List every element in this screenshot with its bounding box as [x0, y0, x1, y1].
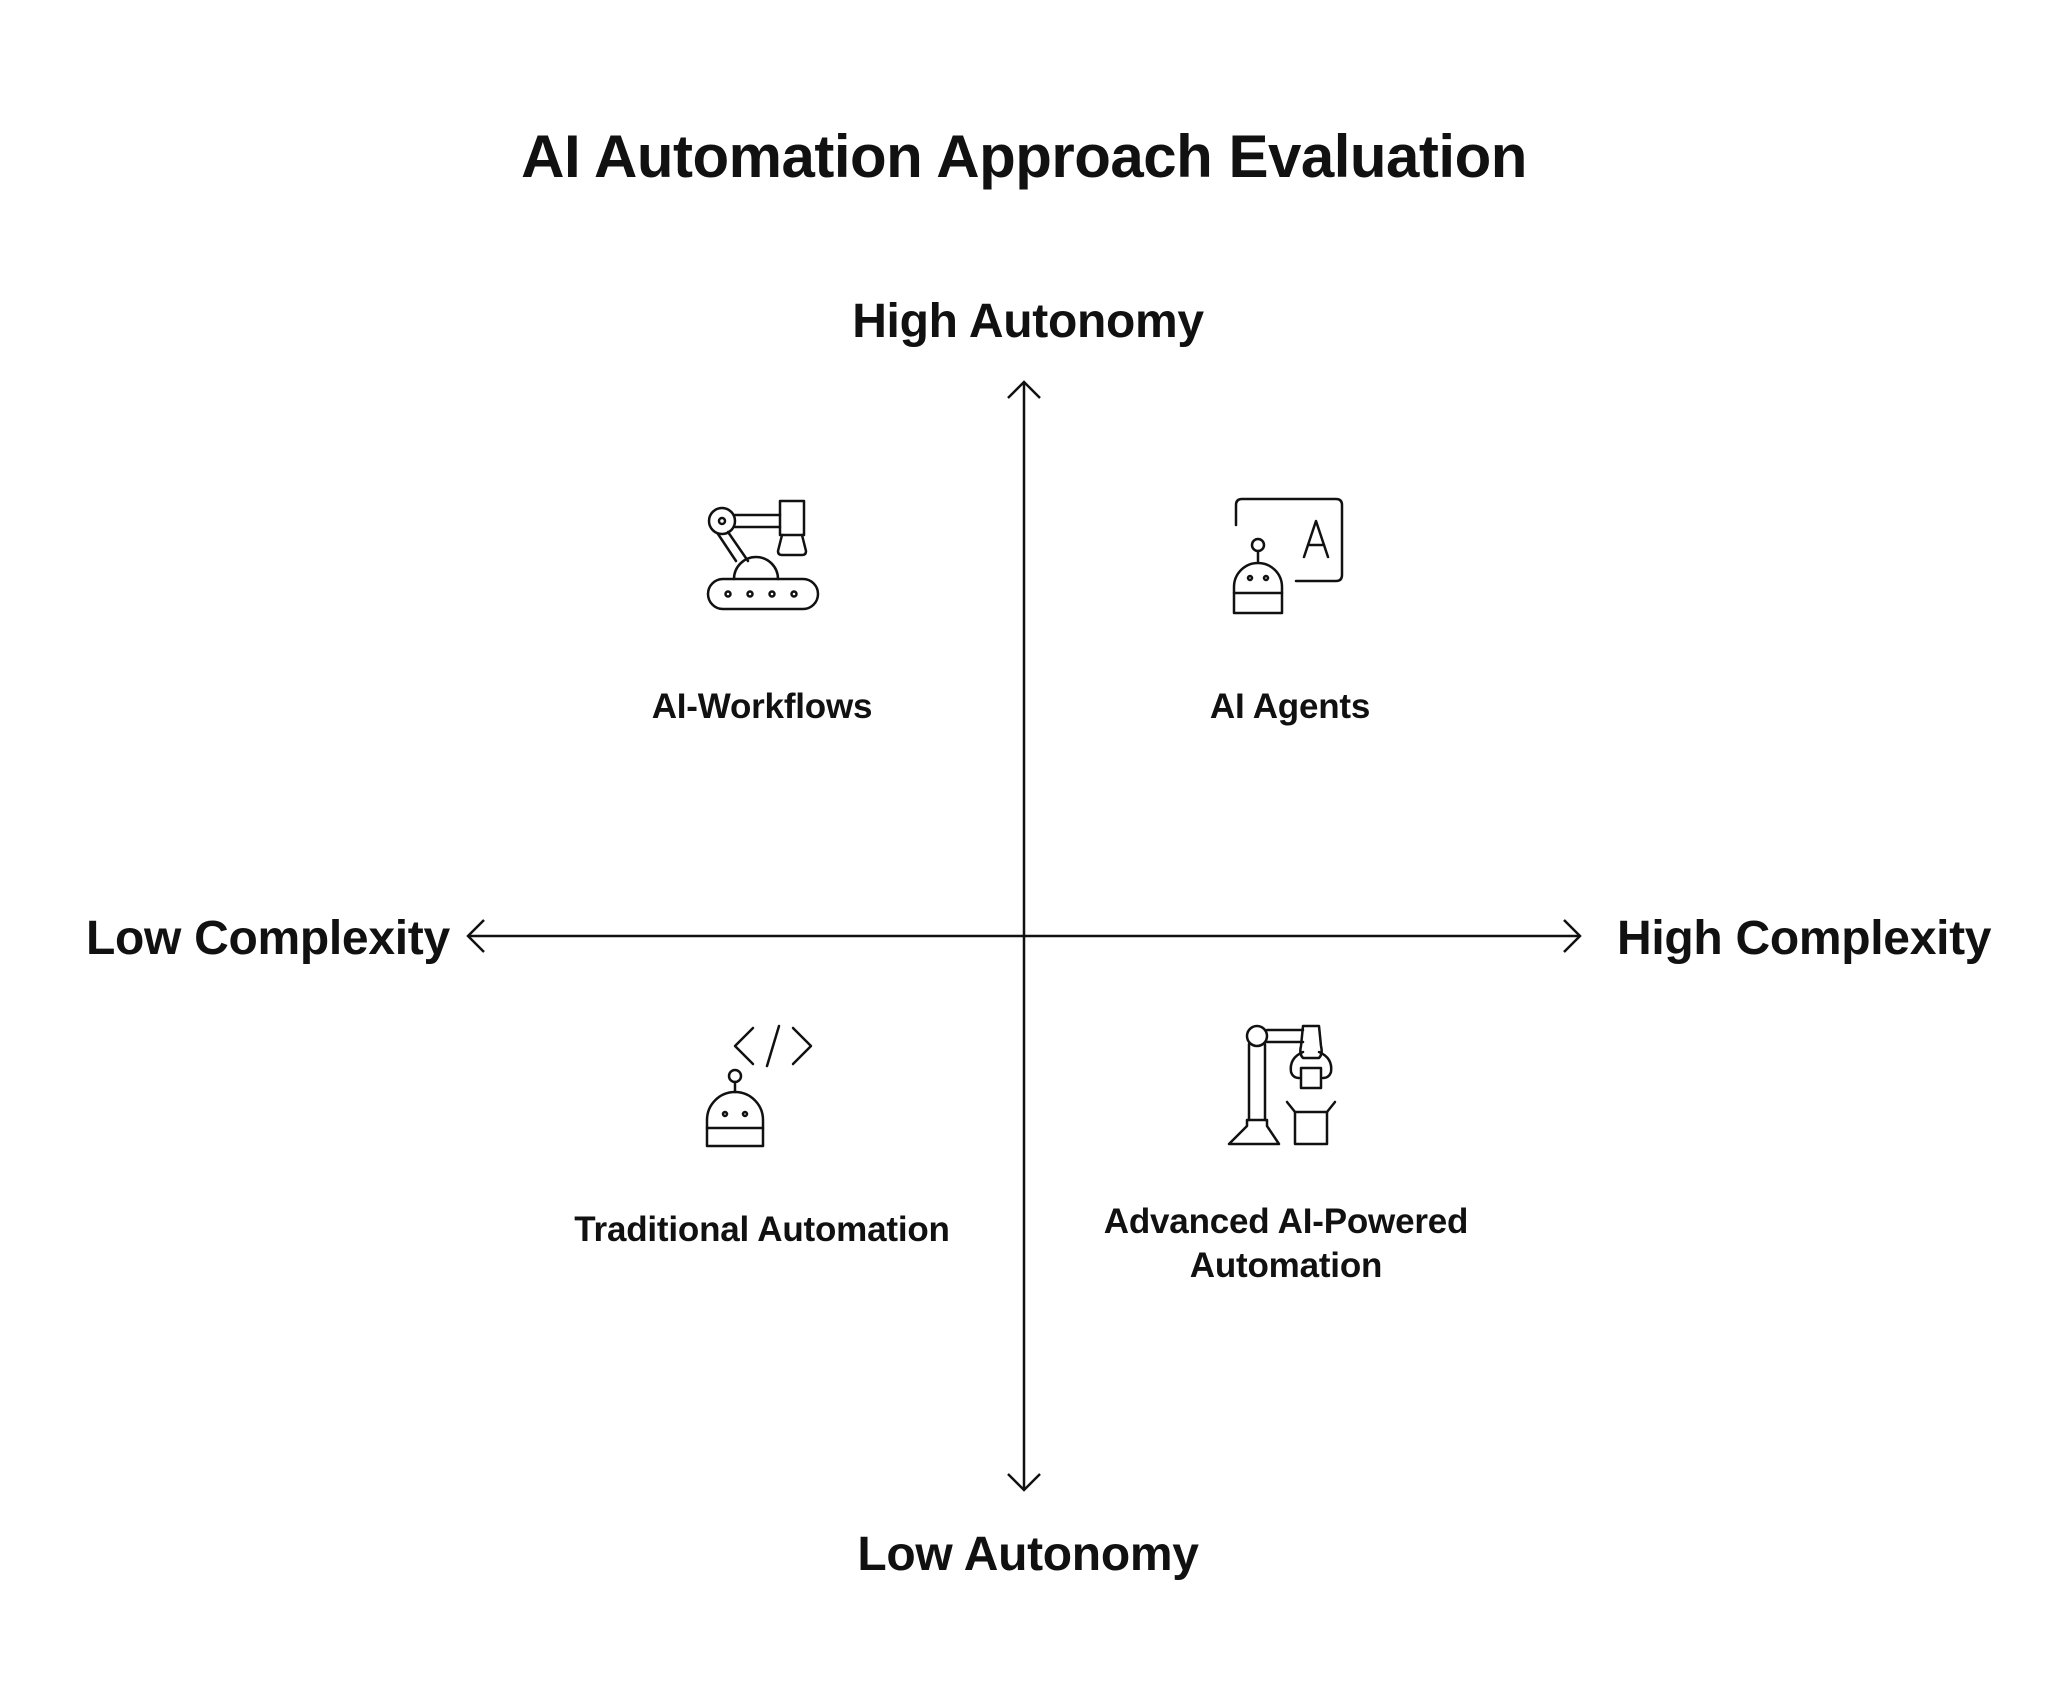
arrow-right-icon [1563, 919, 1582, 953]
axis-label-low-autonomy: Low Autonomy [857, 1528, 1199, 1581]
quadrant-ai-workflows: AI-Workflows [532, 495, 992, 729]
arrow-down-icon [1007, 1473, 1041, 1492]
robot-screen-icon [1232, 497, 1344, 615]
quadrant-label-line-2: Automation [1189, 1246, 1383, 1285]
axis-label-high-complexity: High Complexity [1617, 912, 1992, 965]
axis-label-low-complexity: Low Complexity [86, 912, 450, 965]
quadrant-label: Traditional Automation [574, 1210, 950, 1249]
robot-code-icon [705, 1024, 813, 1148]
page-title: AI Automation Approach Evaluation [521, 123, 1527, 190]
quadrant-label: AI-Workflows [651, 687, 873, 726]
quadrant-label: AI Agents [1209, 687, 1371, 726]
industrial-robot-arm-icon [1227, 1024, 1337, 1146]
arrow-up-icon [1007, 380, 1041, 399]
quadrant-advanced-ai-powered-automation: Advanced AI-Powered Automation [1056, 1022, 1516, 1288]
quadrant-traditional-automation: Traditional Automation [532, 1022, 992, 1252]
quadrant-label-line-1: Advanced AI-Powered [1103, 1202, 1469, 1241]
robotic-arm-conveyor-icon [706, 499, 820, 611]
quadrant-ai-agents: AI Agents [1060, 495, 1520, 729]
arrow-left-icon [466, 919, 485, 953]
axis-label-high-autonomy: High Autonomy [852, 295, 1204, 348]
